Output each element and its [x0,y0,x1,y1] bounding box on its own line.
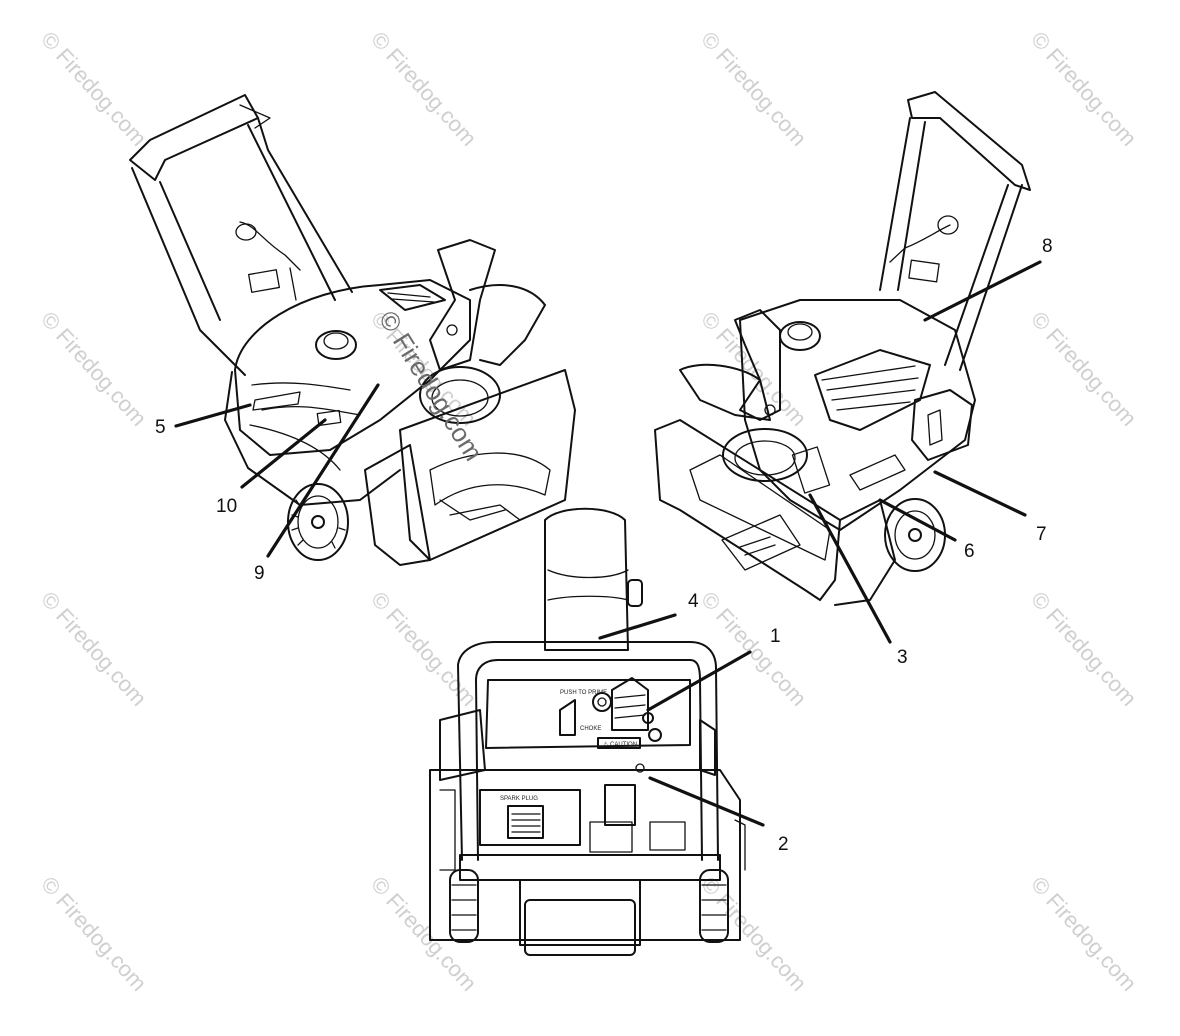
leader-9 [266,383,380,558]
snowblower-right-view [654,91,1031,606]
watermark-grid: © Firedog.com © Firedog.com © Firedog.co… [36,27,1141,996]
callout-9: 9 [254,563,265,584]
snowblower-left-view [129,94,576,566]
leader-3 [808,493,892,644]
callout-2: 2 [778,834,789,855]
spark-plug-decal: SPARK PLUG [500,796,538,802]
leader-8 [923,260,1042,322]
watermark: © Firedog.com [36,872,151,996]
callout-8: 8 [1042,236,1053,257]
callout-4: 4 [688,591,699,612]
leader-5 [174,403,252,428]
watermark: © Firedog.com [36,587,151,711]
callout-3: 3 [897,647,908,668]
watermark: © Firedog.com [366,872,481,996]
leader-1 [646,650,752,712]
callout-7: 7 [1036,524,1047,545]
caution-decal: ⚠ CAUTION [603,741,637,748]
prime-decal: PUSH TO PRIME [560,690,607,696]
watermark: © Firedog.com [1026,872,1141,996]
watermark: © Firedog.com [1026,27,1141,151]
callout-numbers: 1 2 3 4 5 6 7 8 9 10 [155,236,1053,855]
watermark: © Firedog.com [36,27,151,151]
leader-10 [240,418,327,489]
watermark: © Firedog.com [1026,587,1141,711]
callout-10: 10 [216,496,237,517]
leader-4 [598,613,677,640]
leader-2 [648,776,765,827]
callout-6: 6 [964,541,975,562]
choke-decal: CHOKE [580,726,601,732]
leader-lines [174,260,1042,827]
leader-7 [933,470,1027,517]
watermark: © Firedog.com [696,872,811,996]
watermark: © Firedog.com [366,587,481,711]
snowblower-rear-view: ⚠ CAUTION PUSH TO PRIME CHOKE SPARK PLUG [429,507,746,956]
watermark: © Firedog.com [696,587,811,711]
callout-1: 1 [770,626,781,647]
watermark: © Firedog.com [36,307,151,431]
watermark: © Firedog.com [366,27,481,151]
watermark: © Firedog.com [1026,307,1141,431]
callout-5: 5 [155,417,166,438]
leader-6 [878,498,957,542]
watermark-overlay: © Firedog.com [373,305,489,466]
watermark: © Firedog.com [696,27,811,151]
